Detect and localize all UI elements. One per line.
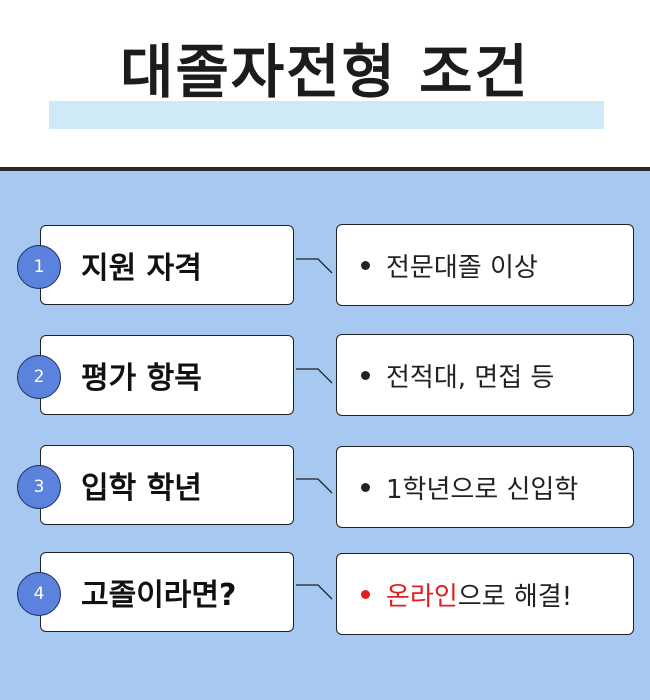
arrow-connector-icon bbox=[296, 258, 333, 274]
bullet-icon bbox=[361, 370, 370, 380]
item-label: 지원 자격 bbox=[81, 251, 202, 286]
arrow-connector-icon bbox=[296, 478, 333, 494]
item-detail-box-4: 온라인으로 해결! bbox=[336, 553, 634, 635]
item-detail-box-1: 전문대졸 이상 bbox=[336, 224, 634, 306]
page-title: 대졸자전형 조건 bbox=[120, 38, 530, 106]
item-detail: 전문대졸 이상 bbox=[386, 252, 538, 283]
divider bbox=[0, 167, 650, 171]
bullet-icon bbox=[361, 482, 370, 492]
number-badge-4: 4 bbox=[17, 572, 61, 616]
item-label: 입학 학년 bbox=[81, 471, 202, 506]
item-detail-box-3: 1학년으로 신입학 bbox=[336, 446, 634, 528]
bullet-icon bbox=[361, 260, 370, 270]
number-badge-3: 3 bbox=[17, 465, 61, 509]
item-detail-box-2: 전적대, 면접 등 bbox=[336, 334, 634, 416]
header: 대졸자전형 조건 bbox=[0, 0, 650, 170]
number-badge-1: 1 bbox=[17, 245, 61, 289]
item-label-box-1: 지원 자격 bbox=[40, 225, 294, 305]
highlight-text: 온라인 bbox=[386, 581, 458, 612]
item-label-box-2: 평가 항목 bbox=[40, 335, 294, 415]
number-badge-2: 2 bbox=[17, 355, 61, 399]
arrow-connector-icon bbox=[296, 584, 333, 600]
item-label: 고졸이라면? bbox=[81, 578, 237, 613]
item-detail: 전적대, 면접 등 bbox=[386, 362, 555, 393]
arrow-connector-icon bbox=[296, 368, 333, 384]
bullet-icon bbox=[361, 589, 370, 599]
item-label: 평가 항목 bbox=[81, 361, 202, 396]
title-highlight bbox=[49, 101, 604, 129]
item-detail: 온라인으로 해결! bbox=[386, 576, 572, 613]
item-label-box-3: 입학 학년 bbox=[40, 445, 294, 525]
item-detail: 1학년으로 신입학 bbox=[386, 474, 579, 505]
item-label-box-4: 고졸이라면? bbox=[40, 552, 294, 632]
item-detail-rest: 으로 해결! bbox=[457, 581, 573, 612]
